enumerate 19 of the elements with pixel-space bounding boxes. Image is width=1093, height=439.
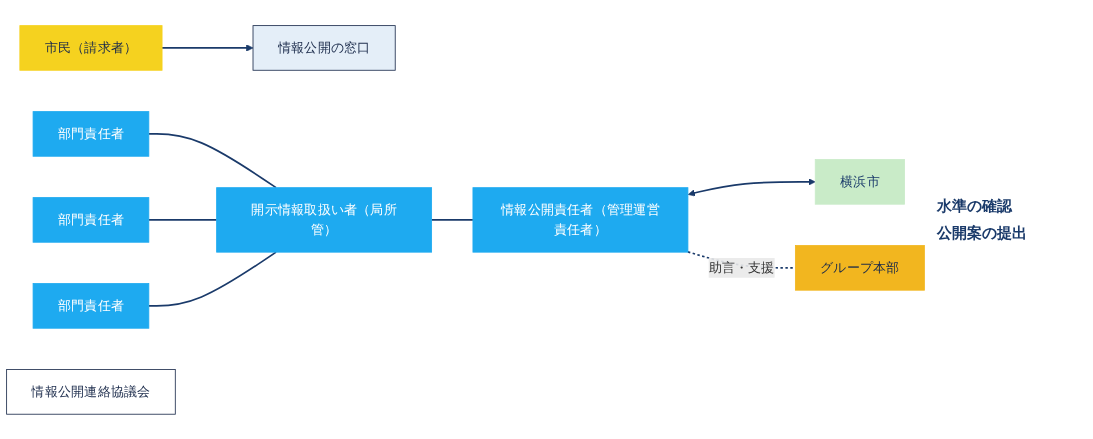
node-box: 部門責任者: [32, 282, 150, 329]
node-box: 横浜市: [814, 158, 905, 205]
connector: [148, 218, 218, 221]
node-box: 情報公開連絡協議会: [6, 368, 176, 415]
node-box: 部門責任者: [32, 196, 150, 243]
node-box: 情報公開の窓口: [252, 24, 396, 71]
node-box: 情報公開責任者（管理運営責任者）: [472, 186, 689, 253]
node-box: 部門責任者: [32, 110, 150, 157]
edge-label: 助言・支援: [708, 259, 775, 275]
node-box: 市民（請求者）: [19, 24, 163, 71]
connector: [430, 218, 474, 221]
note-text: 水準の確認: [937, 196, 1013, 216]
node-box: 開示情報取扱い者（局所管）: [216, 186, 432, 253]
connector: [148, 132, 277, 189]
arrow: [687, 177, 816, 197]
connector: [148, 250, 277, 307]
node-box: グループ本部: [795, 244, 925, 291]
note-text: 公開案の提出: [937, 223, 1028, 243]
arrow: [161, 43, 254, 52]
